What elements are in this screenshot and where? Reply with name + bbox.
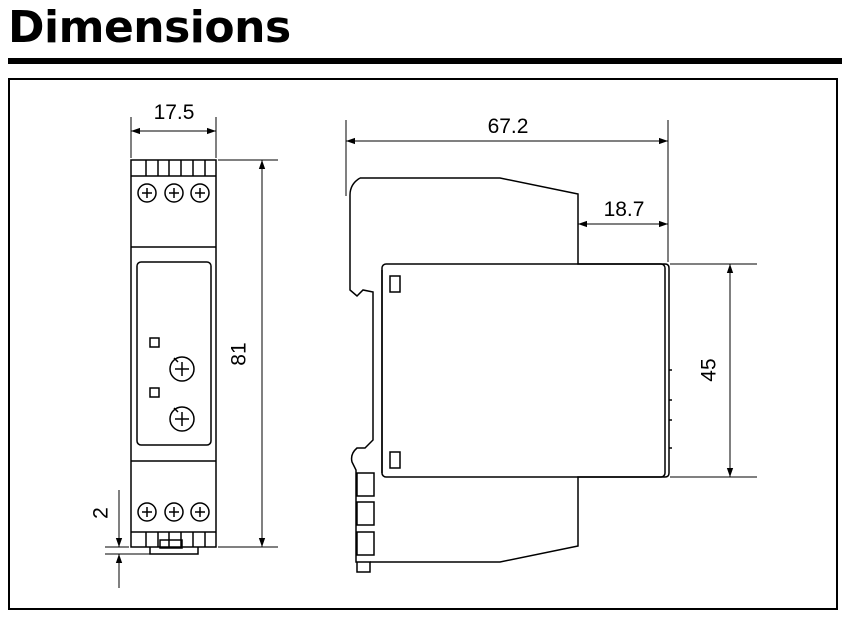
terminal-opening-2 <box>356 501 375 526</box>
side-view <box>349 177 672 573</box>
front-dimensions <box>105 117 278 588</box>
adjust-potentiometer-2 <box>169 406 195 432</box>
drawing-frame <box>8 78 838 610</box>
dim-width-label: 17.5 <box>154 101 195 124</box>
side-dimensions <box>345 120 757 478</box>
led-indicator-1 <box>149 337 160 348</box>
top-terminal-screws <box>137 183 210 203</box>
dim-front-height-label: 45 <box>698 358 721 381</box>
page-title: Dimensions <box>8 2 291 53</box>
terminal-opening-1 <box>356 472 375 497</box>
dim-depth-label: 67.2 <box>488 115 529 138</box>
dim-din-offset-label: 2 <box>90 507 113 519</box>
bottom-terminal-screws <box>137 502 210 522</box>
dim-height-label: 81 <box>228 342 251 365</box>
front-view <box>130 159 217 555</box>
adjust-potentiometer-1 <box>169 356 195 382</box>
title-underline <box>8 58 842 64</box>
latch-top <box>389 275 401 293</box>
led-indicator-2 <box>149 387 160 398</box>
latch-bottom <box>389 451 401 469</box>
dim-front-step-label: 18.7 <box>604 198 645 221</box>
front-housing-outline <box>130 159 217 548</box>
side-front-face <box>381 263 666 478</box>
front-panel <box>136 261 212 446</box>
terminal-opening-3 <box>356 531 375 556</box>
din-clip <box>149 547 199 555</box>
